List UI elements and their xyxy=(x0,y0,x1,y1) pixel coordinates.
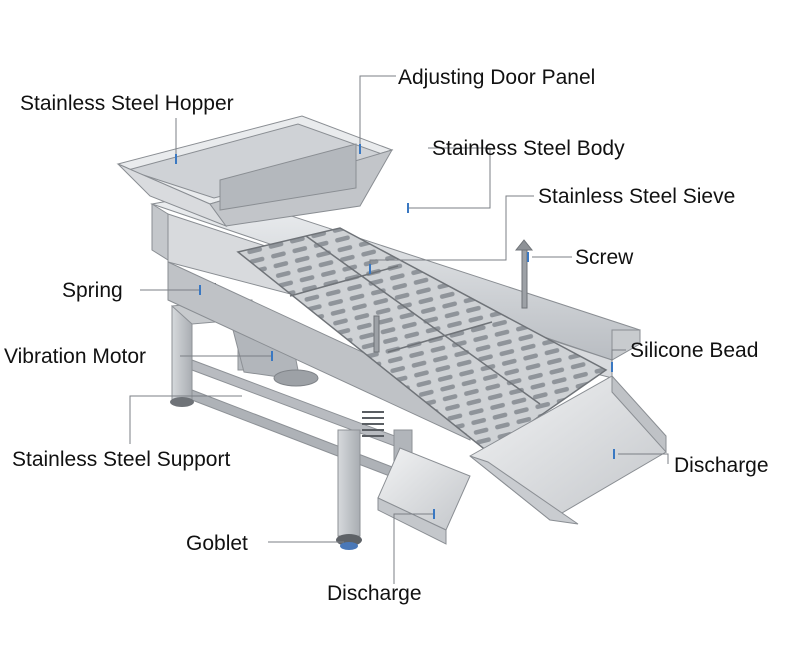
label-discharge-right: Discharge xyxy=(674,454,769,477)
callout-labels: Adjusting Door Panel Stainless Steel Hop… xyxy=(4,66,769,605)
leader-discharge-bottom xyxy=(393,513,434,584)
label-stainless-steel-hopper: Stainless Steel Hopper xyxy=(20,92,234,115)
label-screw: Screw xyxy=(575,246,634,269)
leader-stainless-steel-sieve xyxy=(369,195,534,268)
leader-stainless-steel-support xyxy=(129,395,242,444)
callout-markers xyxy=(175,144,615,519)
machine-illustration xyxy=(116,115,667,550)
label-goblet: Goblet xyxy=(186,532,248,555)
goblet-feet xyxy=(170,397,362,550)
leader-discharge-right xyxy=(618,453,669,464)
goblet-foot-marker xyxy=(340,542,358,550)
stainless-steel-support-frame xyxy=(170,299,413,537)
stainless-steel-hopper xyxy=(116,115,394,228)
screw-bolts xyxy=(373,239,534,353)
label-stainless-steel-body: Stainless Steel Body xyxy=(432,137,625,160)
label-silicone-bead: Silicone Bead xyxy=(630,339,758,362)
stainless-steel-sieve-panel xyxy=(236,227,608,453)
leader-adjusting-door-panel xyxy=(359,75,396,150)
leader-lines xyxy=(129,75,669,584)
leader-stainless-steel-body xyxy=(408,147,491,209)
label-vibration-motor: Vibration Motor xyxy=(4,345,146,368)
discharge-chute-bottom xyxy=(377,447,471,545)
discharge-chute-right xyxy=(469,374,667,525)
label-spring: Spring xyxy=(62,279,123,302)
label-discharge-bottom: Discharge xyxy=(327,582,422,605)
label-stainless-steel-support: Stainless Steel Support xyxy=(12,448,230,471)
leader-silicone-bead xyxy=(611,349,626,366)
label-stainless-steel-sieve: Stainless Steel Sieve xyxy=(538,185,735,208)
label-adjusting-door-panel: Adjusting Door Panel xyxy=(398,66,595,89)
